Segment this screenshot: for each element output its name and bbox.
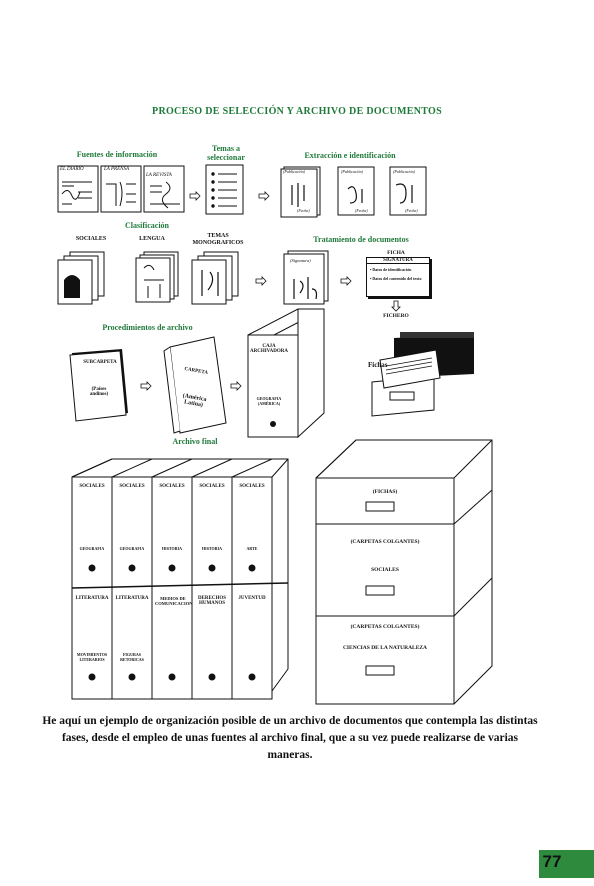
binder-top-label: SOCIALES	[119, 484, 145, 489]
binder-bottom-mid-label: MOVIMIENTOS LITERARIOS	[76, 652, 108, 662]
page-tab	[539, 850, 594, 878]
binder-bottom-label: DERECHOS HUMANOS	[197, 596, 227, 606]
binder-bottom-mid-label: FIGURAS RETORICAS	[120, 652, 144, 662]
ficha-item-1: • Datos de identificación	[370, 267, 412, 272]
extraction-card-top-2: (Publicación)	[341, 169, 363, 174]
fichas-label: Fichas	[368, 361, 388, 369]
cabinet-drawer1-label: (FICHAS)	[372, 489, 398, 495]
arrow-icon	[340, 273, 352, 291]
heading-fuentes: Fuentes de información	[76, 150, 158, 159]
ficha-card: SIGNATURA • Datos de identificación • Da…	[366, 257, 430, 297]
down-arrow-icon	[391, 299, 401, 317]
arrow-icon	[258, 188, 270, 206]
heading-archivo-final: Archivo final	[172, 437, 218, 446]
extraction-card-bottom-1: (Fecha)	[297, 208, 310, 213]
cabinet-drawer2-title: (CARPETAS COLGANTES)	[350, 539, 420, 545]
page-title: Proceso de selección y archivo de docume…	[152, 106, 442, 117]
class-label-temas: TEMAS MONOGRAFICOS	[192, 233, 244, 246]
arrow-icon	[255, 273, 267, 291]
fichero-drawer[interactable]	[360, 320, 480, 425]
cabinet-drawer3-label: CIENCIAS DE LA NATURALEZA	[342, 645, 428, 651]
binder-top-label: SOCIALES	[159, 484, 185, 489]
cabinet-drawer2-label: SOCIALES	[371, 567, 399, 573]
caja-archivadora	[244, 305, 328, 446]
figure-caption: He aquí un ejemplo de organización posib…	[42, 715, 538, 761]
ficha-item-1-text: Datos de identificación	[372, 267, 412, 272]
ficha-item-2-text: Datos del contenido del texto	[372, 276, 422, 281]
newspaper-sources	[56, 164, 186, 216]
ficha-item-2: • Datos del contenido del texto	[370, 276, 422, 281]
class-label-sociales: SOCIALES	[75, 236, 107, 242]
classification-stacks	[52, 250, 242, 315]
signatura-label: (Signatura)	[290, 258, 311, 263]
arrow-icon	[189, 188, 201, 206]
carpeta-folder	[160, 335, 230, 440]
subcarpeta-content: (Países andinos)	[89, 387, 109, 397]
binder-top-label: SOCIALES	[239, 484, 265, 489]
signatura-card	[282, 249, 330, 310]
binder-bottom-label: LITERATURA	[75, 596, 109, 601]
binder-bottom-label: MEDIOS DE COMUNICACION	[155, 596, 193, 606]
binder-top-label: SOCIALES	[79, 484, 105, 489]
extraction-card-top-3: (Publicación)	[393, 169, 415, 174]
arrow-icon	[140, 378, 152, 396]
binder-mid-label: HISTORIA	[162, 546, 182, 551]
heading-clasificacion: Clasificación	[125, 221, 169, 230]
binder-bottom-label: JUVENTUD	[238, 596, 266, 601]
binder-mid-label: ARTE	[246, 546, 258, 551]
subcarpeta-folder	[68, 345, 132, 428]
source-label-revista: LA REVISTA	[146, 173, 172, 178]
caja-content: GEOGRAFIA (AMÉRICA)	[256, 396, 282, 406]
extraction-card-bottom-3: (Fecha)	[405, 208, 418, 213]
binder-mid-label: GEOGRAFIA	[79, 546, 105, 551]
source-label-diario: EL DIARIO	[60, 167, 84, 172]
extraction-cards	[278, 163, 428, 224]
filing-cabinet	[314, 438, 494, 711]
class-label-lengua: LENGUA	[139, 236, 165, 242]
binder-bottom-label: LITERATURA	[115, 596, 149, 601]
subcarpeta-label: SUBCARPETA	[83, 360, 117, 365]
binder-top-label: SOCIALES	[199, 484, 225, 489]
ficha-title: FICHA	[387, 250, 405, 256]
fichero-label: FICHERO	[383, 313, 409, 319]
ficha-header: SIGNATURA	[367, 258, 429, 264]
binder-mid-label: GEOGRAFIA	[119, 546, 145, 551]
heading-tratamiento: Tratamiento de documentos	[313, 235, 409, 244]
topics-list-icon	[205, 164, 245, 221]
cabinet-drawer3-title: (CARPETAS COLGANTES)	[350, 624, 420, 630]
heading-extraccion: Extracción e identificación	[304, 151, 396, 160]
heading-temas: Temas a seleccionar	[207, 144, 245, 162]
source-label-prensa: LA PRENSA	[104, 167, 130, 172]
binder-shelf	[70, 455, 290, 710]
caja-title: CAJA ARCHIVADORA	[250, 344, 288, 354]
page-number: 77	[542, 852, 562, 871]
extraction-card-bottom-2: (Fecha)	[355, 208, 368, 213]
arrow-icon	[230, 378, 242, 396]
heading-procedimientos: Procedimientos de archivo	[102, 323, 193, 332]
newspaper-sources-drawing	[57, 165, 185, 213]
binder-mid-label: HISTORIA	[202, 546, 222, 551]
extraction-card-top-1: (Publicación)	[283, 169, 305, 174]
